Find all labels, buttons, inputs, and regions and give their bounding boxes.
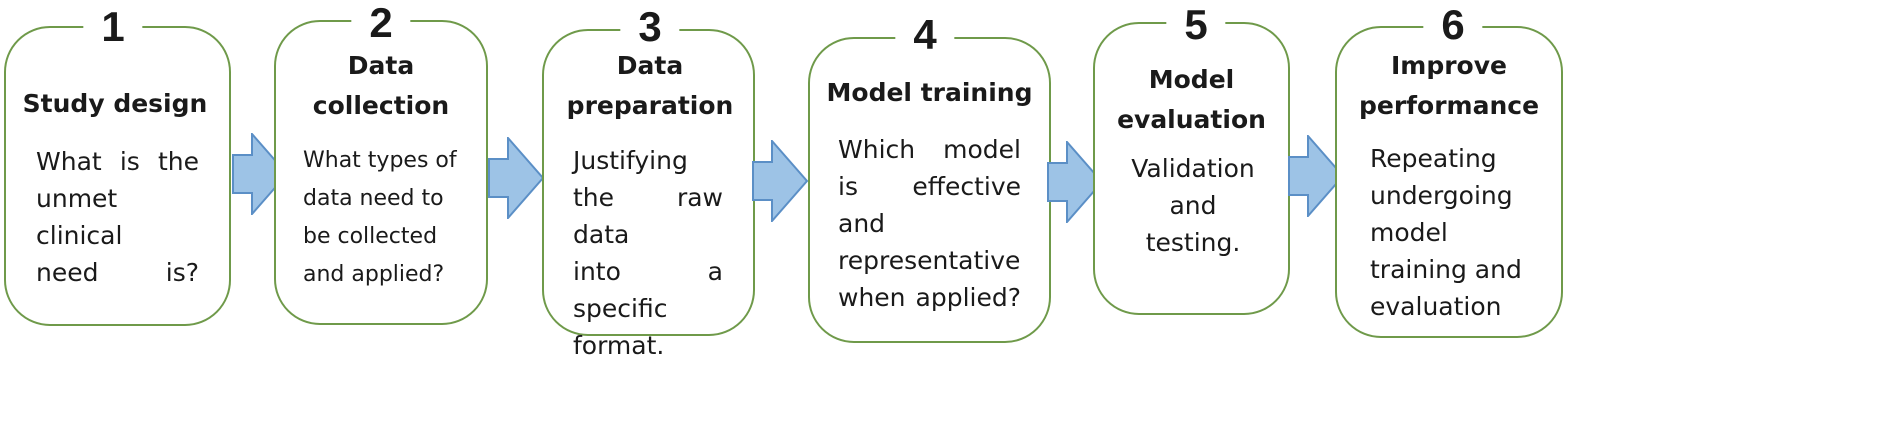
- step-6-text: Repeating undergoing model training and …: [1370, 144, 1522, 321]
- step-2-title: Data collection: [312, 51, 450, 120]
- step-2-number: 2: [351, 0, 411, 46]
- step-2-box: [274, 20, 488, 325]
- arrow-3-to-4: [752, 140, 808, 222]
- step-1-number: 1: [83, 4, 143, 50]
- step-4-text: Which model is effective and representat…: [838, 135, 1021, 312]
- step-2-text: What types of data need to be collected …: [303, 148, 457, 287]
- step-4-title: Model training: [826, 78, 1033, 107]
- step-4-number: 4: [895, 12, 955, 58]
- step-3-title: Data preparation: [566, 51, 734, 120]
- step-5-title: Model evaluation: [1117, 65, 1266, 134]
- step-6-number: 6: [1423, 2, 1483, 48]
- step-6-title: Improve performance: [1358, 51, 1540, 120]
- arrow-1-to-2: [232, 133, 288, 215]
- step-1-title: Study design: [22, 89, 208, 118]
- step-5-number: 5: [1166, 2, 1226, 48]
- arrow-5-to-6: [1288, 135, 1344, 217]
- step-5-text: Validation and testing.: [1131, 154, 1255, 257]
- arrow-4-to-5: [1047, 141, 1103, 223]
- step-1-text: What is the unmet clinical need is?: [36, 147, 199, 287]
- step-3-number: 3: [620, 4, 680, 50]
- arrow-2-to-3: [488, 137, 544, 219]
- step-3-text: Justifying the raw data into a specific …: [573, 146, 723, 360]
- step-1-box: [4, 26, 231, 326]
